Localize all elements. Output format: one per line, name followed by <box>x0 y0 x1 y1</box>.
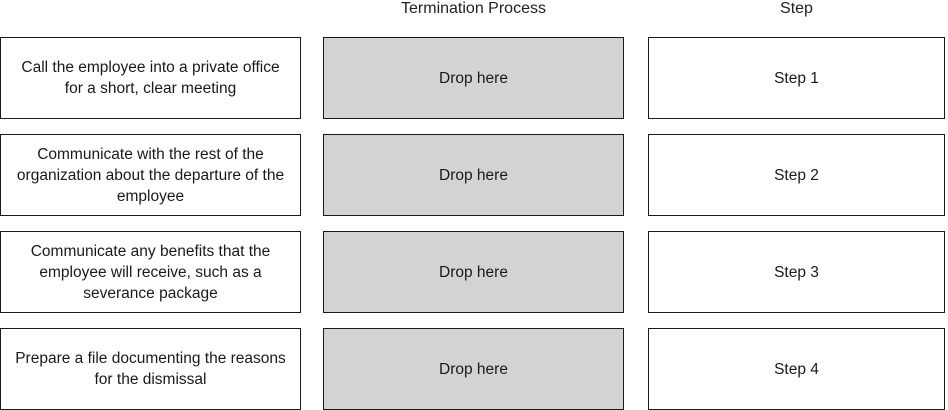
draggable-item-communicate-organization[interactable]: Communicate with the rest of the organiz… <box>0 134 301 216</box>
steps-column: Step 1 Step 2 Step 3 Step 4 <box>648 37 945 410</box>
step-header: Step <box>780 0 813 17</box>
drop-zones-column: Drop here Drop here Drop here Drop here <box>323 37 624 410</box>
step-label-4: Step 4 <box>648 328 945 410</box>
step-label-1: Step 1 <box>648 37 945 119</box>
draggable-item-prepare-file[interactable]: Prepare a file documenting the reasons f… <box>0 328 301 410</box>
step-label-3: Step 3 <box>648 231 945 313</box>
drop-zone-1[interactable]: Drop here <box>323 37 624 119</box>
draggable-item-call-employee[interactable]: Call the employee into a private office … <box>0 37 301 119</box>
termination-process-header: Termination Process <box>401 0 546 17</box>
drop-zone-3[interactable]: Drop here <box>323 231 624 313</box>
draggable-items-column: Call the employee into a private office … <box>0 37 301 410</box>
step-label-2: Step 2 <box>648 134 945 216</box>
drop-zone-4[interactable]: Drop here <box>323 328 624 410</box>
draggable-item-communicate-benefits[interactable]: Communicate any benefits that the employ… <box>0 231 301 313</box>
drop-zone-2[interactable]: Drop here <box>323 134 624 216</box>
